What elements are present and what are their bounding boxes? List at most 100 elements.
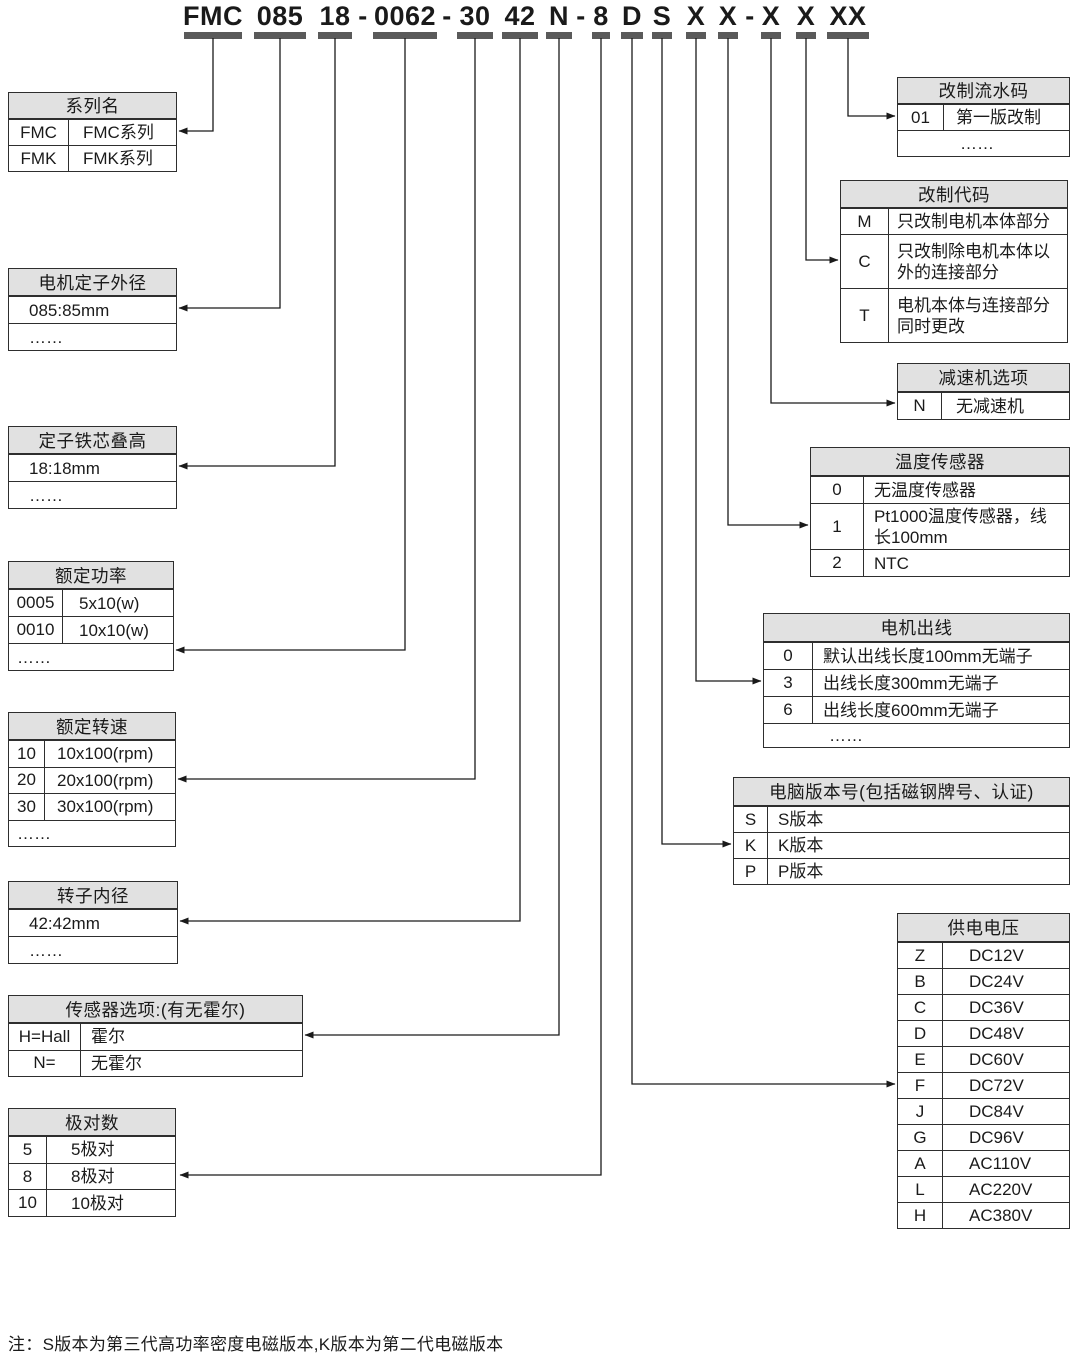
box-row: …… [764, 723, 1069, 747]
row-label: DC96V [969, 1128, 1024, 1147]
row-label: 085:85mm [29, 300, 110, 320]
connector-line [178, 38, 214, 135]
model-code-token-text: D [622, 1, 642, 31]
row-label: 10x10(w) [79, 620, 149, 640]
row-label: 默认出线长度100mm无端子 [823, 646, 1033, 666]
row-code: S [734, 807, 768, 832]
connector-line [805, 38, 839, 264]
row-label: K版本 [778, 836, 824, 855]
row-code: Z [898, 943, 943, 968]
model-code-token-text: X [761, 1, 781, 31]
connector-line [727, 38, 809, 529]
token-underline [652, 32, 672, 39]
row-label: DC12V [969, 946, 1024, 965]
box-row: D DC48V [898, 1020, 1069, 1046]
row-code: B [898, 969, 943, 994]
model-code-token: XX [827, 2, 869, 39]
token-underline [373, 32, 437, 39]
row-label: …… [17, 647, 51, 667]
row-label: AC220V [969, 1180, 1033, 1199]
row-label: …… [29, 485, 63, 505]
model-code-token-text: N [549, 1, 569, 31]
model-code-token-text: 0062 [373, 1, 437, 31]
row-label: 出线长度600mm无端子 [823, 700, 999, 720]
box-row: L AC220V [898, 1176, 1069, 1202]
box-row: …… [9, 936, 177, 963]
row-label: Pt1000温度传感器，线长100mm [874, 506, 1047, 547]
token-underline [592, 32, 610, 39]
model-code-token: 30 [457, 2, 493, 39]
row-code: L [898, 1177, 943, 1202]
token-underline [718, 32, 738, 39]
row-code: 01 [898, 105, 944, 130]
row-label: …… [29, 940, 63, 960]
model-code-token: FMC [183, 2, 243, 39]
model-code-token-text: 42 [504, 1, 536, 31]
box-title: 改制代码 [841, 181, 1067, 208]
box-row: 085:85mm [9, 296, 176, 323]
row-label: 出线长度300mm无端子 [823, 673, 999, 693]
row-label: NTC [874, 553, 909, 573]
row-label: AC380V [969, 1206, 1033, 1225]
model-code-token: 8 [592, 2, 610, 39]
row-code: D [898, 1021, 943, 1046]
model-code-separator: - [576, 2, 586, 30]
token-underline [546, 32, 572, 39]
row-label: DC24V [969, 972, 1024, 991]
row-label: DC48V [969, 1024, 1024, 1043]
row-label: 5极对 [71, 1140, 115, 1160]
row-label: 30x100(rpm) [57, 797, 154, 817]
model-code-token: N [546, 2, 572, 39]
row-code: 6 [764, 697, 813, 723]
row-code: 0005 [9, 590, 63, 616]
box-row: 6 出线长度600mm无端子 [764, 696, 1069, 723]
row-label: DC84V [969, 1102, 1024, 1121]
row-code: G [898, 1125, 943, 1150]
token-underline [502, 32, 538, 39]
token-underline [827, 32, 869, 39]
model-code-token-text: X [718, 1, 738, 31]
model-code-separator: - [745, 2, 755, 30]
box-title: 额定功率 [9, 562, 173, 589]
box-title: 定子铁芯叠高 [9, 427, 176, 454]
row-code: P [734, 859, 768, 884]
box-title: 电脑版本号(包括磁钢牌号、认证) [734, 778, 1069, 806]
row-code: E [898, 1047, 943, 1072]
row-code: 3 [764, 670, 813, 696]
box-title: 供电电压 [898, 914, 1069, 942]
row-code: 20 [9, 767, 45, 793]
connector-line [661, 38, 732, 848]
model-code-token-text: FMC [183, 1, 243, 31]
model-code-token: X [686, 2, 706, 39]
model-code-token: 42 [502, 2, 538, 39]
model-code-token-text: 085 [256, 1, 304, 31]
model-code-token: 18 [318, 2, 352, 39]
model-code-token-text: 8 [593, 1, 609, 31]
row-code: A [898, 1151, 943, 1176]
connector-line [179, 38, 521, 925]
token-underline [183, 32, 242, 39]
